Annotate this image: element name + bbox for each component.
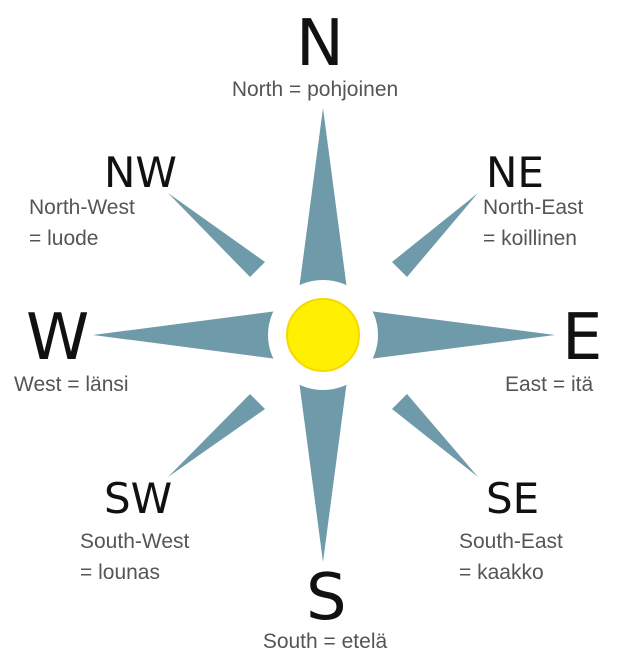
- northwest-point: [168, 193, 265, 277]
- south-description: South = etelä: [225, 626, 425, 657]
- northwest-letter: NW: [104, 152, 177, 194]
- south-letter: S: [306, 566, 347, 630]
- east-description: East = itä: [505, 369, 593, 400]
- northwest-description-line1: North-West: [29, 192, 135, 223]
- west-description: West = länsi: [14, 369, 129, 400]
- southeast-description-line2: = kaakko: [459, 557, 563, 588]
- northeast-description-line2: = koillinen: [483, 223, 583, 254]
- sun-icon: [287, 299, 359, 371]
- west-letter: W: [26, 306, 89, 370]
- northwest-description-line2: = luode: [29, 223, 135, 254]
- southeast-letter: SE: [486, 478, 539, 520]
- southwest-description: South-West = lounas: [80, 526, 189, 588]
- north-letter: N: [296, 12, 344, 76]
- east-letter: E: [562, 306, 602, 370]
- southeast-point: [392, 394, 478, 477]
- southwest-letter: SW: [104, 478, 172, 520]
- southwest-point: [168, 394, 265, 477]
- northeast-point: [392, 193, 478, 277]
- southeast-description: South-East = kaakko: [459, 526, 563, 588]
- southeast-description-line1: South-East: [459, 526, 563, 557]
- northeast-letter: NE: [486, 152, 544, 194]
- northeast-description: North-East = koillinen: [483, 192, 583, 254]
- northeast-description-line1: North-East: [483, 192, 583, 223]
- northwest-description: North-West = luode: [29, 192, 135, 254]
- southwest-description-line1: South-West: [80, 526, 189, 557]
- southwest-description-line2: = lounas: [80, 557, 189, 588]
- north-description: North = pohjoinen: [195, 74, 435, 105]
